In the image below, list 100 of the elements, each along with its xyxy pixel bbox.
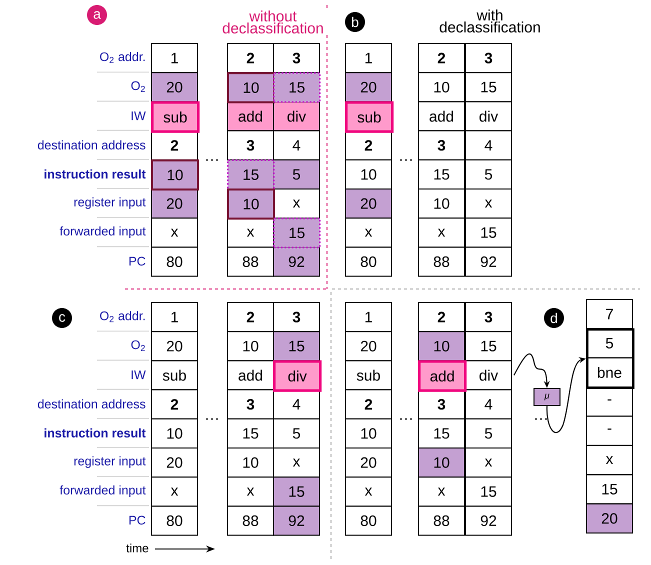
table-cell: 10 xyxy=(227,72,275,104)
table-cell: 5 xyxy=(586,328,633,358)
table-cell: 92 xyxy=(273,506,320,536)
table-cell: 10 xyxy=(345,159,392,190)
panel-badge: a xyxy=(87,5,107,25)
row-label: O$_{2}$ xyxy=(131,81,145,92)
table-cell: 88 xyxy=(418,246,465,277)
table-cell: 80 xyxy=(151,246,198,277)
table-cell: 80 xyxy=(345,506,392,536)
panel-badge: d xyxy=(544,308,564,328)
row-label: O$_{2}$ xyxy=(131,340,145,352)
table-cell: bne xyxy=(586,357,633,388)
table-cell: 20 xyxy=(345,331,392,362)
table-cell: 2 xyxy=(227,43,274,74)
table-cell: 15 xyxy=(273,331,320,362)
table-cell: 10 xyxy=(227,448,274,478)
table-cell: 15 xyxy=(465,476,512,507)
table-cell: 20 xyxy=(345,448,392,478)
table-cell: 15 xyxy=(418,159,465,190)
table-cell: 2 xyxy=(345,389,392,420)
table-cell: 92 xyxy=(273,246,320,277)
table-cell: 3 xyxy=(227,130,274,160)
row-label: destination address xyxy=(38,399,146,408)
table-cell: 20 xyxy=(345,188,392,219)
table-cell: 3 xyxy=(465,302,512,332)
table-cell: 20 xyxy=(151,72,198,102)
table-cell: 88 xyxy=(227,246,274,277)
panel-title: with declassification xyxy=(440,10,540,32)
highlight-box xyxy=(586,328,634,389)
row-label: register input xyxy=(74,456,146,468)
table-cell: sub xyxy=(345,101,394,133)
table-cell: - xyxy=(586,416,633,446)
table-cell: 3 xyxy=(418,130,465,160)
table-cell: div xyxy=(465,101,512,132)
table-cell: 15 xyxy=(227,159,275,190)
table-cell: 10 xyxy=(151,418,198,448)
panel-badge: b xyxy=(345,12,365,32)
row-label: IW xyxy=(132,370,146,380)
table-cell: x xyxy=(465,448,512,478)
table-cell: x xyxy=(273,448,320,478)
table-cell: 3 xyxy=(273,302,320,332)
table-cell: 15 xyxy=(586,474,633,504)
row-label: O$_{2}$ addr. xyxy=(100,52,145,64)
table-cell: 2 xyxy=(227,302,274,332)
table-cell: x xyxy=(418,218,465,248)
row-label: forwarded input xyxy=(60,485,146,498)
row-label: PC xyxy=(129,516,146,525)
panel-badge: c xyxy=(52,308,72,328)
mu-box: μ xyxy=(534,388,560,406)
table-cell: x xyxy=(345,476,392,507)
row-label: PC xyxy=(129,256,146,266)
table-cell: x xyxy=(227,218,274,248)
table-cell: 88 xyxy=(418,506,465,536)
table-cell: x xyxy=(345,218,392,248)
table-cell: 15 xyxy=(465,331,512,362)
row-label: O$_{2}$ addr. xyxy=(100,311,145,322)
table-cell: 10 xyxy=(418,331,465,362)
table-cell: 80 xyxy=(151,506,198,536)
table-cell: x xyxy=(151,476,198,507)
table-cell: x xyxy=(586,445,633,476)
table-cell: div xyxy=(465,360,512,390)
table-cell: 3 xyxy=(273,43,320,74)
table-cell: 10 xyxy=(227,331,274,362)
table-cell: 88 xyxy=(227,506,274,536)
table-cell: 15 xyxy=(418,418,465,448)
table-cell: 15 xyxy=(227,418,274,448)
table-cell: sub xyxy=(345,360,392,390)
table-cell: 20 xyxy=(151,448,198,478)
table-cell: x xyxy=(465,188,512,219)
table-cell: 10 xyxy=(227,188,275,220)
table-cell: 10 xyxy=(418,448,465,478)
table-cell: x xyxy=(227,476,274,507)
table-cell: 15 xyxy=(465,72,512,102)
table-cell: 20 xyxy=(151,188,198,219)
table-cell: 92 xyxy=(465,506,512,536)
table-cell: 1 xyxy=(151,302,198,332)
table-cell: 20 xyxy=(151,331,198,362)
table-cell: 3 xyxy=(418,389,465,420)
table-cell: add xyxy=(418,360,467,392)
row-label: IW xyxy=(132,112,146,120)
table-cell: 2 xyxy=(345,130,392,160)
table-cell: add xyxy=(227,360,274,390)
row-label: register input xyxy=(74,197,146,209)
table-cell: 1 xyxy=(151,43,198,74)
table-cell: - xyxy=(586,386,633,417)
table-cell: sub xyxy=(151,101,200,133)
table-cell: 15 xyxy=(273,72,321,103)
table-cell: 5 xyxy=(465,418,512,448)
row-label: instruction result xyxy=(44,428,146,438)
table-cell: 1 xyxy=(345,302,392,332)
table-cell: 1 xyxy=(345,43,392,74)
table-cell: 5 xyxy=(273,418,320,448)
table-cell: 80 xyxy=(345,246,392,277)
table-cell: 4 xyxy=(273,389,320,420)
table-cell: 2 xyxy=(151,130,198,160)
table-cell: 20 xyxy=(345,72,392,102)
row-label: destination address xyxy=(38,140,146,150)
panel-title: without declassification xyxy=(212,10,334,34)
table-cell: div xyxy=(273,101,320,132)
table-cell: 10 xyxy=(345,418,392,448)
